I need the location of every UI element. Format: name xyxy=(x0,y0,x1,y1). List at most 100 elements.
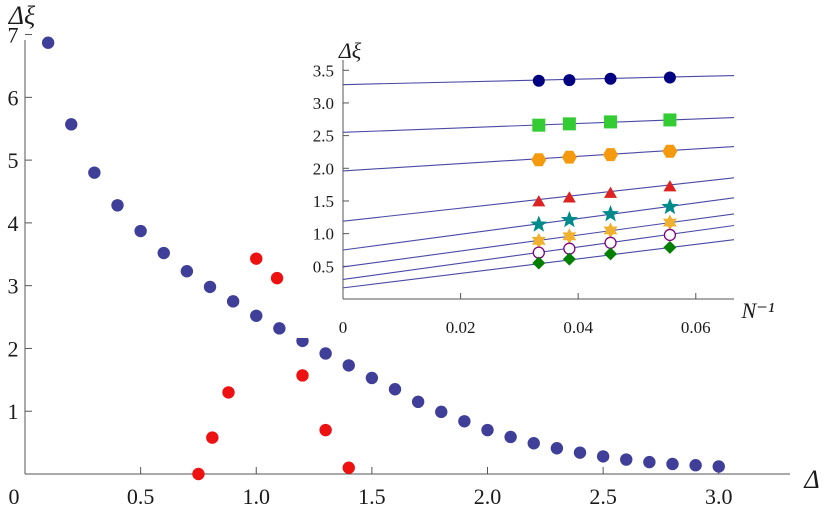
data-point xyxy=(663,228,677,242)
data-point xyxy=(527,437,540,450)
data-point xyxy=(604,72,617,85)
data-point xyxy=(643,455,656,469)
data-point xyxy=(458,415,471,428)
data-point xyxy=(192,467,205,481)
data-point xyxy=(596,450,610,463)
data-point xyxy=(689,459,702,472)
data-point xyxy=(532,246,545,259)
inset-y-tick-label: 3.5 xyxy=(313,61,334,80)
data-point xyxy=(88,166,101,179)
data-point xyxy=(562,117,576,131)
data-point xyxy=(601,205,620,222)
data-point xyxy=(603,222,618,239)
data-point xyxy=(620,453,633,466)
inset-x-tick-label: 0 xyxy=(339,318,348,337)
data-point xyxy=(550,442,564,455)
data-point xyxy=(573,446,587,459)
inset-series-1 xyxy=(532,113,677,132)
data-point xyxy=(663,71,676,84)
x-axis-title: Δ xyxy=(803,465,819,494)
x-tick-label: 2.5 xyxy=(589,484,617,509)
data-point xyxy=(65,118,78,131)
inset-series-4 xyxy=(530,197,679,232)
inset-series-0 xyxy=(532,71,676,87)
inset-y-tick-label: 1.0 xyxy=(313,225,334,244)
y-tick-label: 2 xyxy=(8,336,19,361)
data-point xyxy=(206,431,219,444)
data-point xyxy=(562,191,576,203)
inset-y-axis-title: Δξ xyxy=(338,38,362,63)
data-point xyxy=(531,232,546,249)
data-point xyxy=(111,199,124,212)
inset-x-tick-label: 0.04 xyxy=(563,318,593,337)
inset-series-6 xyxy=(532,228,677,259)
x-tick-label: 1.0 xyxy=(243,484,271,509)
data-point xyxy=(662,144,678,158)
data-point xyxy=(663,240,677,254)
data-point xyxy=(563,74,576,87)
data-point xyxy=(342,461,355,474)
inset-y-tick-label: 3.0 xyxy=(313,94,334,113)
data-point xyxy=(342,359,355,372)
data-point xyxy=(712,460,725,473)
inset-series-5 xyxy=(531,214,677,249)
y-tick-label: 1 xyxy=(8,399,19,424)
data-point xyxy=(319,423,332,437)
data-point xyxy=(203,280,217,294)
data-point xyxy=(661,197,679,215)
data-point xyxy=(435,405,448,419)
data-point xyxy=(666,457,679,471)
data-point xyxy=(388,383,402,396)
data-point xyxy=(532,256,546,270)
x-tick-label: 1.5 xyxy=(358,484,386,509)
data-point xyxy=(561,150,577,164)
y-tick-label: 5 xyxy=(8,148,19,173)
data-point xyxy=(319,347,332,360)
data-point xyxy=(603,148,619,162)
inset-y-tick-label: 2.0 xyxy=(313,159,334,178)
data-point xyxy=(180,265,194,278)
inset-y-tick-label: 2.5 xyxy=(313,127,334,146)
data-point xyxy=(663,180,677,192)
y-tick-label: 6 xyxy=(8,85,19,110)
inset-x-axis-title: N⁻¹ xyxy=(741,298,775,323)
inset-series-2 xyxy=(531,144,678,167)
data-point xyxy=(560,210,578,228)
data-point xyxy=(411,395,425,409)
inset-series-3 xyxy=(532,180,677,207)
data-point xyxy=(222,386,235,399)
data-point xyxy=(563,242,576,255)
inset-series-7 xyxy=(532,240,677,270)
data-point xyxy=(530,215,548,232)
data-point xyxy=(531,153,547,167)
data-point xyxy=(296,369,309,382)
data-point xyxy=(41,36,55,49)
inset-x-tick-label: 0.02 xyxy=(446,318,476,337)
y-tick-label: 7 xyxy=(8,23,19,48)
data-point xyxy=(157,246,170,260)
data-point xyxy=(481,423,494,437)
inset-background xyxy=(293,38,783,338)
data-point xyxy=(604,236,617,249)
data-point xyxy=(250,252,263,265)
data-point xyxy=(270,271,284,285)
x-tick-label: 0 xyxy=(9,484,20,509)
x-tick-label: 2.0 xyxy=(474,484,502,509)
data-point xyxy=(134,224,147,238)
data-point xyxy=(532,74,545,87)
x-tick-label: 0.5 xyxy=(127,484,155,509)
data-point xyxy=(226,295,240,308)
data-point xyxy=(663,113,677,127)
data-point xyxy=(562,252,576,266)
inset-y-tick-label: 1.5 xyxy=(313,192,334,211)
data-point xyxy=(273,322,286,335)
data-point xyxy=(504,430,517,444)
data-point xyxy=(604,247,618,261)
data-point xyxy=(562,228,577,245)
inset-y-tick-label: 0.5 xyxy=(313,257,334,276)
data-point xyxy=(250,309,263,322)
